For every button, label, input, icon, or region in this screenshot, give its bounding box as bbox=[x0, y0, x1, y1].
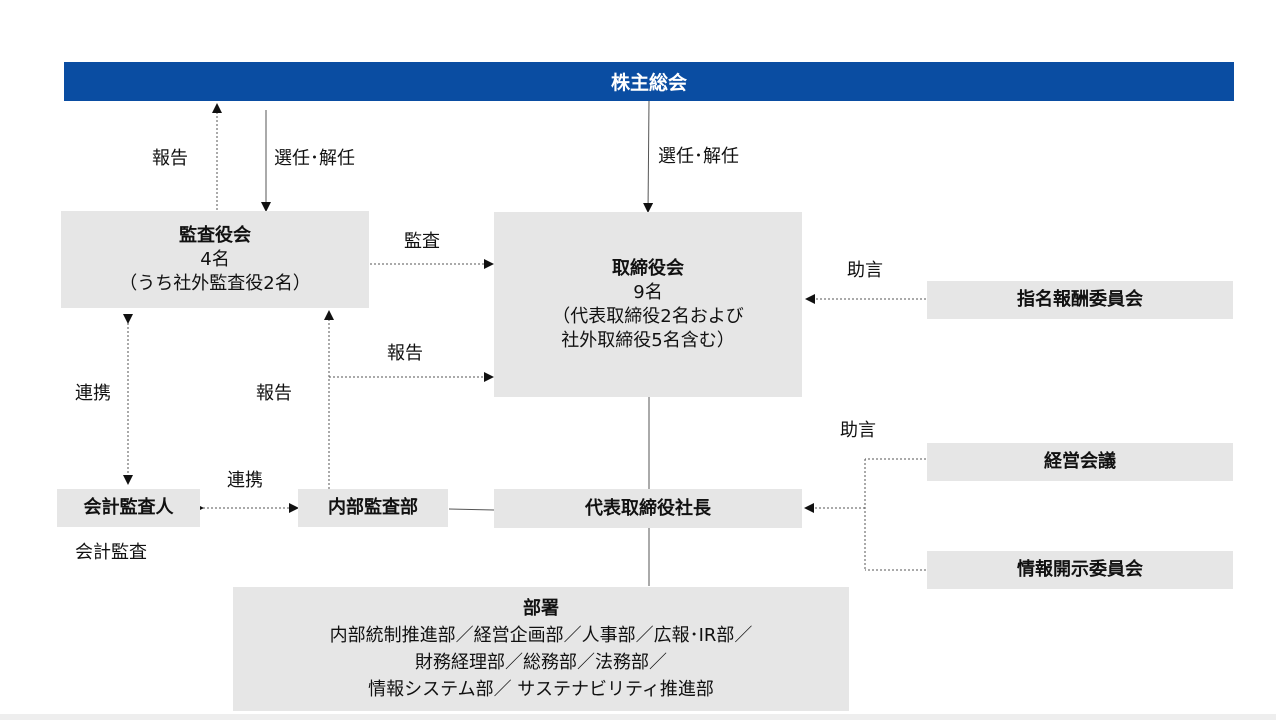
nomination-committee-box: 指名報酬委員会 bbox=[927, 281, 1233, 319]
departments-title: 部署 bbox=[523, 598, 559, 619]
label-audit: 監査 bbox=[404, 231, 440, 252]
management-meeting-box: 経営会議 bbox=[927, 443, 1233, 481]
label-report-internal: 報告 bbox=[256, 383, 292, 404]
label-advice-bottom: 助言 bbox=[840, 420, 876, 441]
internal-audit-box: 内部監査部 bbox=[298, 489, 448, 527]
label-appoint-dismiss-audit: 選任･解任 bbox=[274, 148, 355, 169]
footer-strip bbox=[0, 714, 1276, 720]
management-meeting-label: 経営会議 bbox=[1044, 451, 1116, 472]
line-internal-president bbox=[448, 508, 495, 511]
label-cooperation-vertical: 連携 bbox=[75, 383, 111, 404]
accounting-auditor-box: 会計監査人 bbox=[57, 489, 200, 527]
audit-board-box: 監査役会 4名 （うち社外監査役2名） bbox=[61, 211, 369, 308]
shareholders-meeting-bar: 株主総会 bbox=[64, 62, 1234, 101]
label-advice-top: 助言 bbox=[847, 260, 883, 281]
disclosure-committee-label: 情報開示委員会 bbox=[1017, 559, 1143, 580]
departments-box: 部署 内部統制推進部／経営企画部／人事部／広報･IR部／ 財務経理部／総務部／法… bbox=[233, 587, 849, 711]
board-detail-line-2: 社外取締役5名含む） bbox=[561, 329, 735, 351]
label-report-board: 報告 bbox=[387, 343, 423, 364]
accounting-auditor-label: 会計監査人 bbox=[83, 497, 174, 518]
audit-board-title: 監査役会 bbox=[179, 224, 251, 246]
board-count: 9名 bbox=[633, 281, 663, 303]
board-title: 取締役会 bbox=[612, 257, 684, 279]
disclosure-committee-box: 情報開示委員会 bbox=[927, 551, 1233, 589]
shareholders-meeting-label: 株主総会 bbox=[610, 72, 687, 94]
nomination-committee-label: 指名報酬委員会 bbox=[1017, 289, 1143, 310]
internal-audit-label: 内部監査部 bbox=[328, 497, 418, 518]
departments-line-1: 内部統制推進部／経営企画部／人事部／広報･IR部／ bbox=[329, 625, 753, 646]
audit-board-count: 4名 bbox=[200, 248, 230, 270]
departments-line-2: 財務経理部／総務部／法務部／ bbox=[415, 652, 667, 673]
president-label: 代表取締役社長 bbox=[585, 497, 711, 519]
departments-line-3: 情報システム部／ サステナビリティ推進部 bbox=[368, 679, 714, 700]
audit-board-detail: （うち社外監査役2名） bbox=[119, 272, 311, 294]
label-report-shareholders: 報告 bbox=[152, 148, 188, 169]
president-box: 代表取締役社長 bbox=[494, 489, 802, 528]
label-cooperation-horizontal: 連携 bbox=[227, 470, 263, 491]
label-appoint-dismiss-board: 選任･解任 bbox=[658, 146, 739, 167]
label-accounting-audit: 会計監査 bbox=[75, 542, 147, 563]
board-detail-line-1: （代表取締役2名および bbox=[552, 305, 744, 327]
board-box: 取締役会 9名 （代表取締役2名および 社外取締役5名含む） bbox=[494, 212, 802, 397]
arrow-appoint-board bbox=[643, 100, 654, 213]
